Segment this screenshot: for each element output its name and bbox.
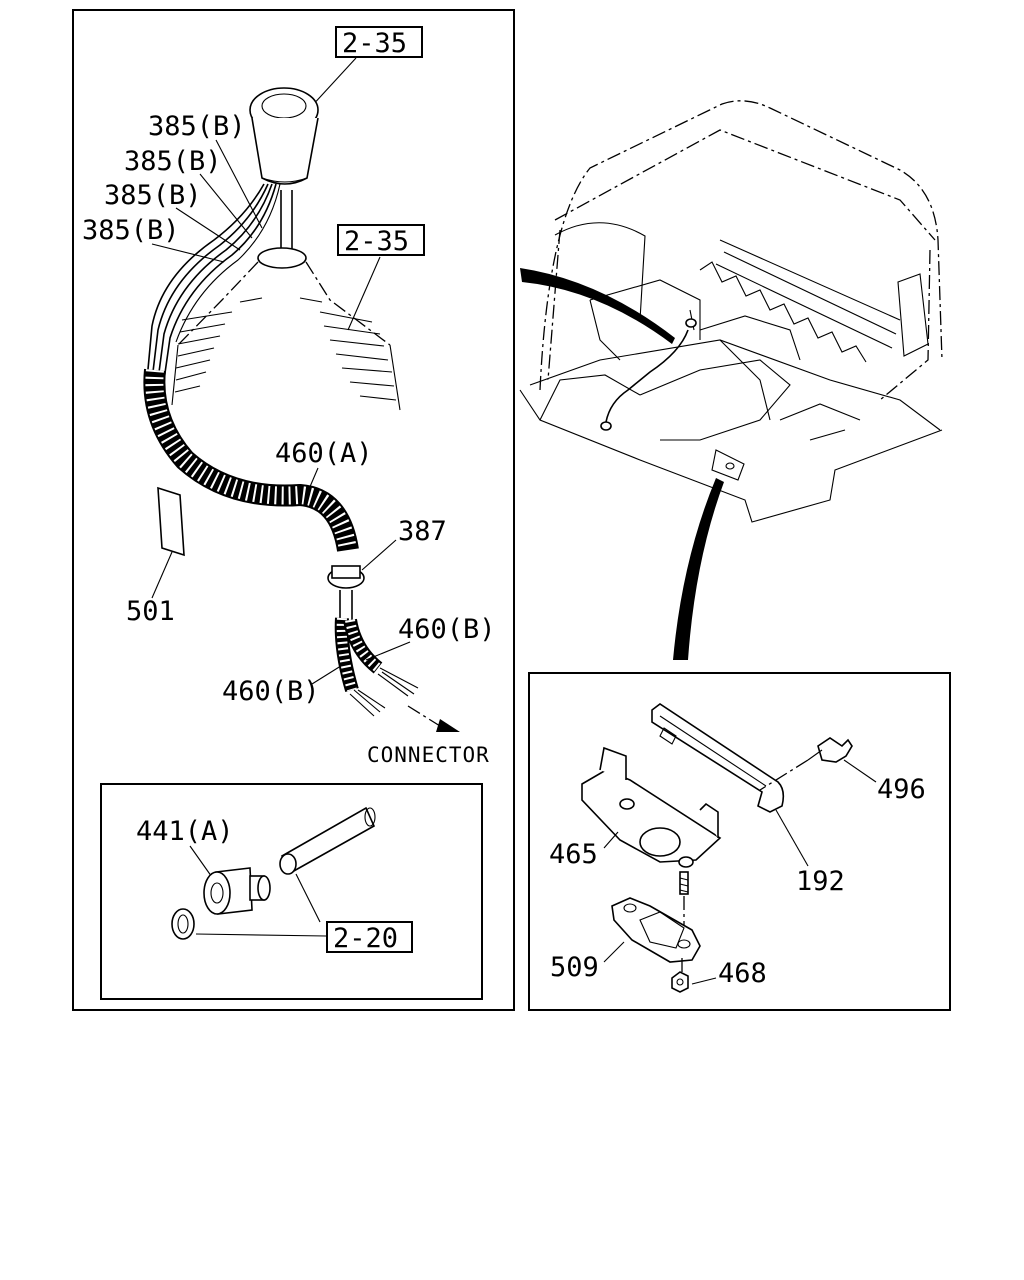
pointer-swoosh-bottom bbox=[673, 478, 724, 660]
ref-boot-text: 2-35 bbox=[344, 226, 409, 257]
label-385b-2: 385(B) bbox=[124, 146, 222, 177]
leader-496 bbox=[843, 759, 877, 783]
leader-387 bbox=[361, 539, 397, 571]
inset-bracket-frame bbox=[528, 672, 951, 1011]
ref-box-top[interactable]: 2-35 bbox=[335, 26, 423, 59]
label-385b-3: 385(B) bbox=[104, 180, 202, 211]
wire-bundle bbox=[146, 183, 281, 381]
cab-floor-view bbox=[519, 100, 943, 523]
washer bbox=[171, 908, 195, 940]
label-192: 192 bbox=[796, 866, 845, 897]
label-441a: 441(A) bbox=[136, 816, 234, 847]
ref-2-20-text: 2-20 bbox=[333, 923, 398, 954]
left-panel-frame bbox=[72, 9, 515, 1011]
label-465: 465 bbox=[549, 839, 598, 870]
nut-468 bbox=[671, 958, 689, 993]
shaft-rod bbox=[279, 806, 376, 875]
label-460b-right: 460(B) bbox=[398, 614, 496, 645]
ref-box-boot[interactable]: 2-35 bbox=[337, 224, 425, 257]
part-501-card bbox=[157, 486, 185, 557]
bracket-screw bbox=[679, 871, 689, 930]
label-385b-4: 385(B) bbox=[82, 215, 180, 246]
leader-460b-right bbox=[365, 641, 411, 661]
label-387: 387 bbox=[398, 516, 447, 547]
leaders-385b bbox=[151, 139, 263, 263]
inset-441-frame bbox=[100, 783, 483, 1000]
bolt-496 bbox=[759, 737, 853, 791]
leader-ref-boot bbox=[347, 256, 381, 331]
split-tubes-460b bbox=[334, 617, 419, 717]
ref-box-2-20[interactable]: 2-20 bbox=[326, 921, 413, 954]
leader-468 bbox=[691, 977, 717, 985]
leader-ref-top bbox=[309, 57, 357, 109]
bracket-465 bbox=[581, 746, 722, 868]
leaders-2-20 bbox=[195, 873, 327, 937]
leader-465 bbox=[603, 831, 619, 849]
connector-arrow bbox=[407, 705, 460, 732]
pointer-swoosh-top bbox=[520, 268, 675, 344]
label-501: 501 bbox=[126, 596, 175, 627]
corrugated-tube-460a bbox=[143, 368, 359, 552]
plate-509 bbox=[611, 897, 701, 963]
label-460b-left: 460(B) bbox=[222, 676, 320, 707]
grommet-387 bbox=[327, 565, 365, 620]
switch-441a bbox=[203, 867, 271, 915]
label-460a: 460(A) bbox=[275, 438, 373, 469]
ref-top-text: 2-35 bbox=[342, 28, 407, 59]
leader-460a bbox=[305, 467, 319, 497]
cover-192 bbox=[651, 703, 785, 813]
label-509: 509 bbox=[550, 952, 599, 983]
shift-boot bbox=[171, 247, 401, 411]
connector-label: CONNECTOR bbox=[367, 743, 490, 767]
label-468: 468 bbox=[718, 958, 767, 989]
label-385b-1: 385(B) bbox=[148, 111, 246, 142]
leader-501 bbox=[151, 551, 173, 599]
shift-knob bbox=[249, 87, 319, 185]
leader-192 bbox=[775, 809, 809, 867]
leader-460b-left bbox=[311, 663, 345, 685]
leader-509 bbox=[603, 941, 625, 963]
label-496: 496 bbox=[877, 774, 926, 805]
